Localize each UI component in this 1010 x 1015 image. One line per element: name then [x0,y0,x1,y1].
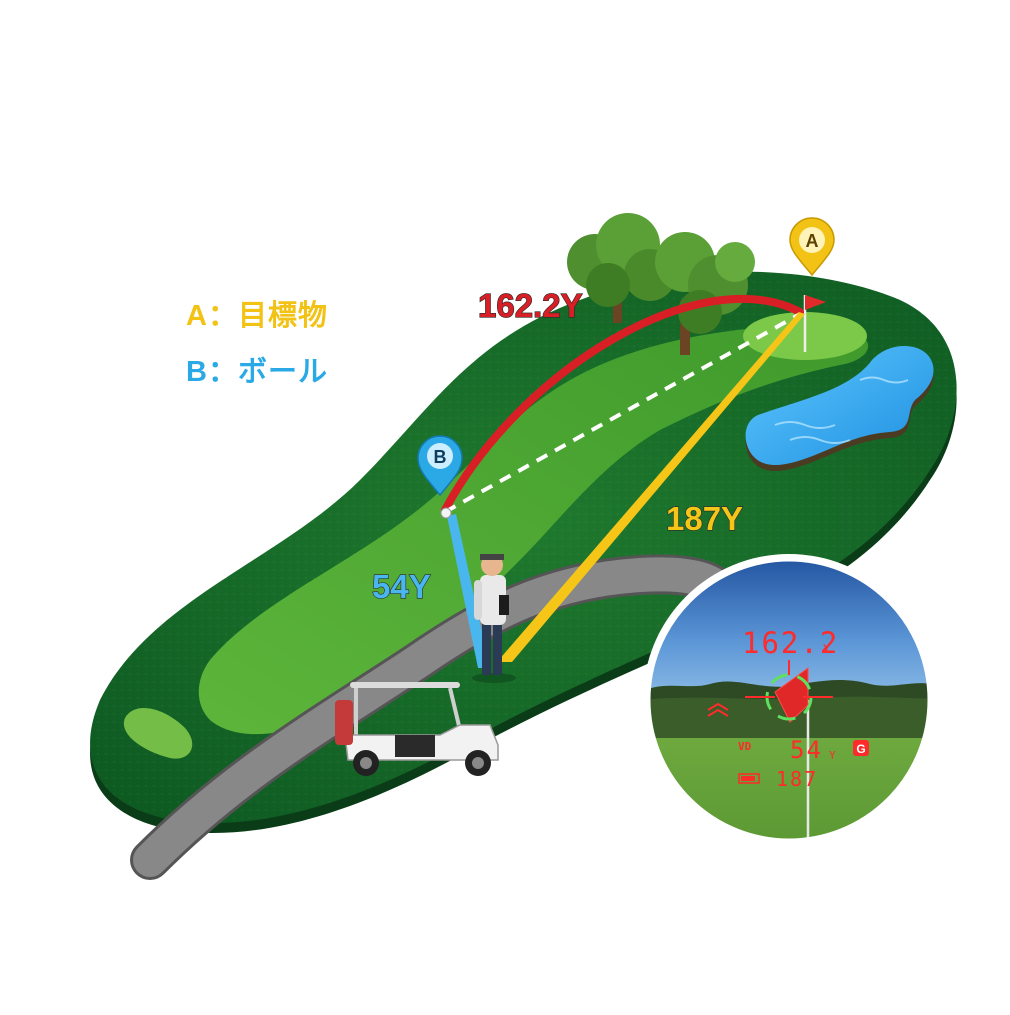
hud-mode-label: VD [738,740,752,753]
golfer [472,554,516,683]
target-pin-marker: A [789,217,835,277]
golf-cart [335,682,499,776]
target-distance-label: 187Y [665,499,744,537]
slope-distance-label: 162.2Y [477,286,583,324]
hud-bottom-reading: 187 [776,767,818,791]
hud-top-unit: Y [823,642,831,656]
distance-line-to-ball [447,514,490,668]
battery-icon [738,773,760,784]
mode-badge: G [856,742,865,756]
dashed-line-ball-to-target [444,312,801,514]
legend-ball: B：ボール [186,356,328,388]
ball-pin-letter: B [434,447,447,467]
fairway [198,326,869,735]
ball-pin-marker: B [417,435,463,497]
tree-group [567,213,755,355]
ball-distance-label: 54Y [371,567,431,605]
flag-lock-icon [707,702,729,717]
water-hazard [745,345,934,466]
hud-top-reading: 162.2 [742,626,839,660]
golf-ball [440,507,452,519]
legend-target: A：目標物 [186,300,328,332]
target-pin-letter: A [806,231,819,251]
target-flag [803,295,826,352]
distance-line-to-target [497,312,805,662]
hud-mid-unit: Y [829,749,836,762]
slope-distance-arc [441,294,804,514]
hud-mid-reading: 54 [790,736,823,764]
